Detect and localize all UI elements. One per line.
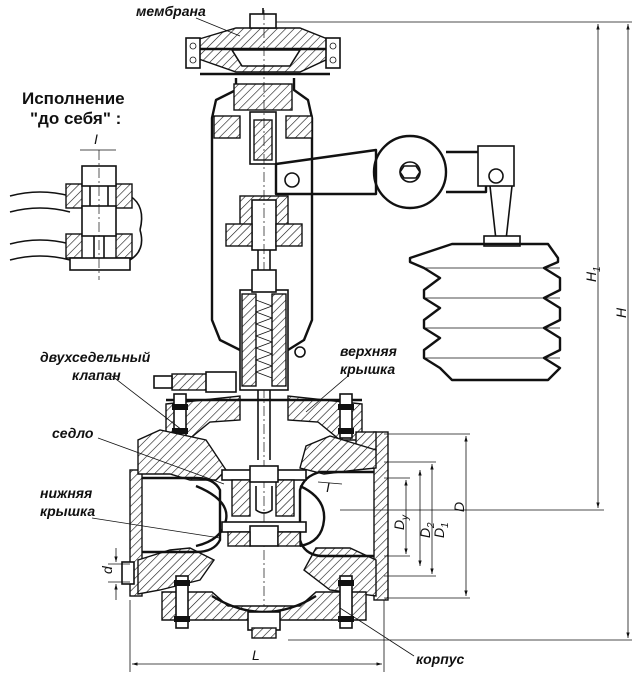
dim-D1-sub: 1 <box>440 522 451 528</box>
actuator-yoke <box>153 10 314 640</box>
label-membrane: мембрана <box>136 3 206 19</box>
dim-Dy-sub: y <box>400 514 411 521</box>
label-section-mark: I <box>326 479 330 495</box>
label-upper-cover-2: крышка <box>340 361 395 377</box>
dim-H1-sub: 1 <box>592 266 603 272</box>
dim-H: H <box>613 307 629 318</box>
dim-H1: H <box>583 271 599 282</box>
label-seat: седло <box>52 425 94 441</box>
label-variant-subtitle: "до себя" : <box>30 109 121 128</box>
detail-view-inset <box>9 149 143 280</box>
dimension-lines <box>108 21 632 672</box>
valve-body <box>121 429 389 601</box>
upper-cover <box>165 393 363 441</box>
label-variant-title: Исполнение <box>22 89 125 108</box>
dim-d: d <box>99 565 115 574</box>
label-body: корпус <box>416 651 465 667</box>
dim-D1: D <box>431 528 447 538</box>
dim-Dy: D <box>391 520 407 530</box>
lever-and-weight <box>274 134 562 382</box>
label-lower-cover-2: крышка <box>40 503 95 519</box>
leader-lines <box>91 17 415 657</box>
label-variant-view: I <box>94 131 98 147</box>
label-upper-cover-1: верхняя <box>340 343 397 359</box>
label-double-seat-valve-2: клапан <box>72 367 121 383</box>
membrane-actuator <box>185 8 341 76</box>
dim-D: D <box>451 502 467 512</box>
dim-D2-sub: 2 <box>426 522 437 529</box>
label-double-seat-valve-1: двухседельный <box>40 349 151 365</box>
dim-D2: D <box>417 528 433 538</box>
lower-cover <box>161 575 367 639</box>
dim-L: L <box>252 647 260 663</box>
label-lower-cover-1: нижняя <box>40 485 92 501</box>
